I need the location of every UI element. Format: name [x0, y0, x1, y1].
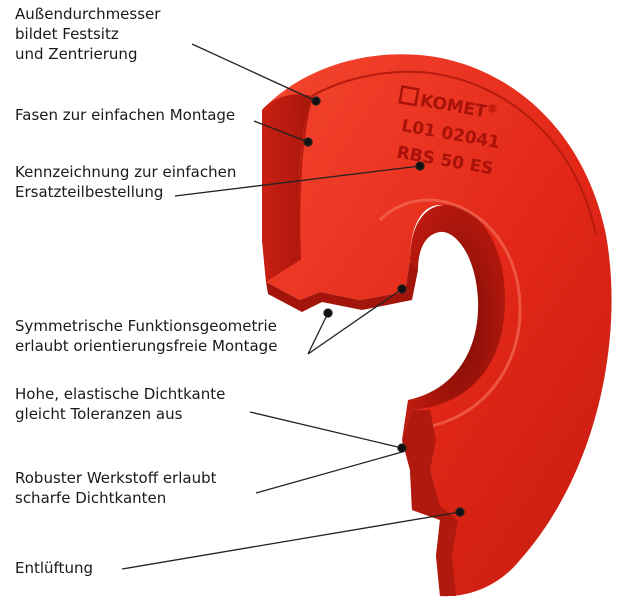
annotation-sealing-edge: Hohe, elastische Dichtkante gleicht Tole…	[15, 385, 226, 423]
annotation-outer-diameter: Außendurchmesser bildet Festsitz und Zen…	[15, 5, 161, 63]
annotation-chamfers: Fasen zur einfachen Montage	[15, 106, 236, 124]
annotation-symmetric-geometry: Symmetrische Funktionsgeometrie erlaubt …	[15, 317, 278, 355]
komet-logo-icon	[398, 85, 420, 107]
leader-lines	[121, 43, 465, 570]
annotation-material: Robuster Werkstoff erlaubt scharfe Dicht…	[15, 469, 217, 507]
seal-bore	[402, 205, 505, 440]
seal-cut-face	[262, 94, 312, 282]
annotation-venting: Entlüftung	[15, 559, 93, 577]
upper-cut-profile	[266, 260, 418, 312]
chamfer-edge	[311, 70, 597, 236]
lower-cut-profile	[402, 410, 458, 596]
image-credit: Bild SKF	[610, 359, 621, 400]
seal-ring-face	[262, 54, 612, 597]
annotation-marking: Kennzeichnung zur einfachen Ersatzteilbe…	[15, 163, 237, 201]
